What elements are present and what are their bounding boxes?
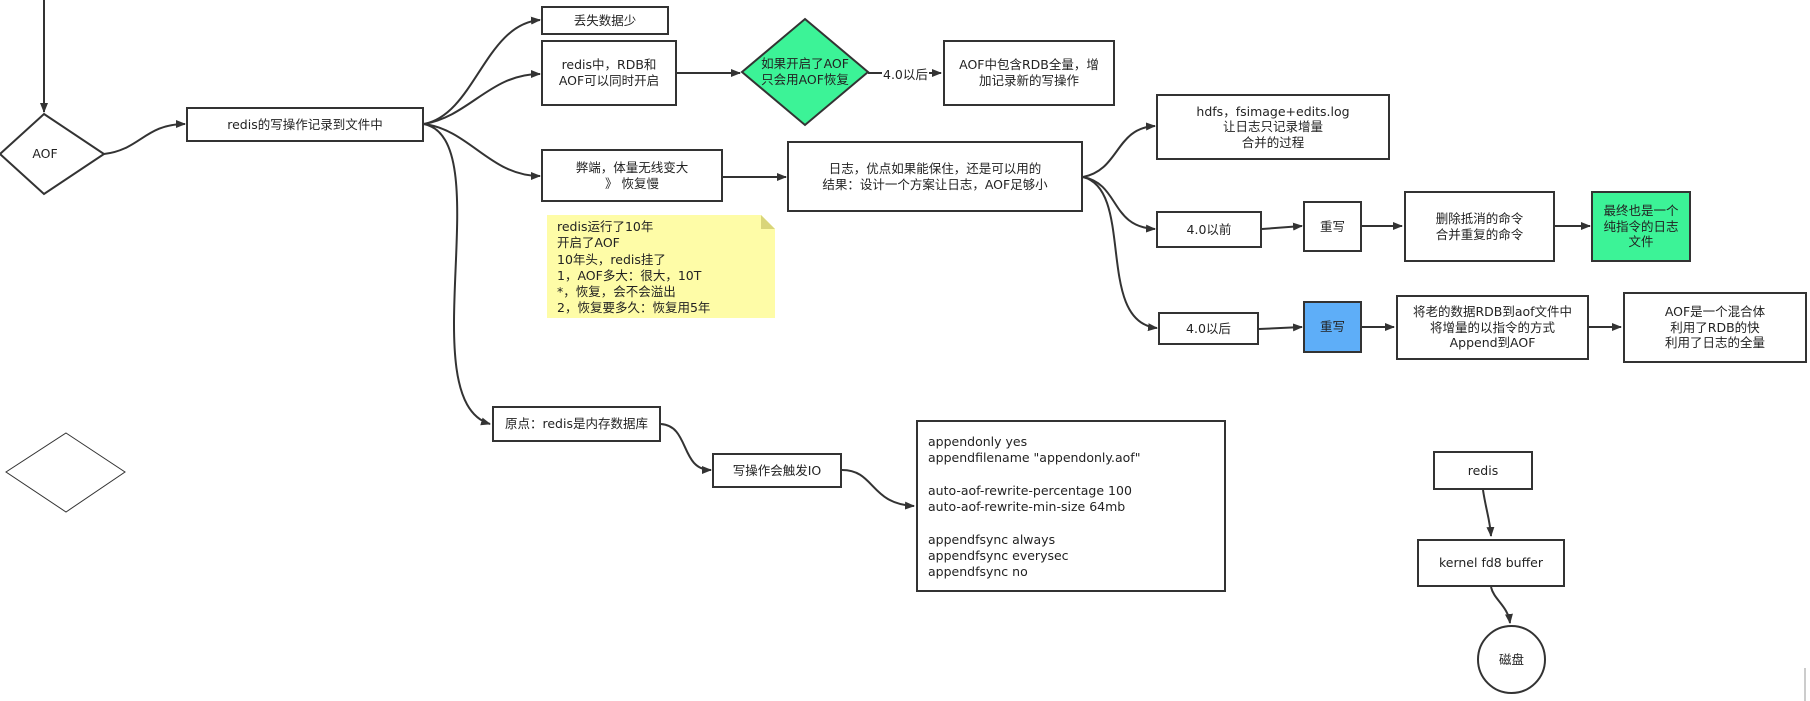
rewrite-before-node[interactable]: 重写 <box>1303 201 1362 252</box>
edge-before40-to-rewrite <box>1261 222 1303 231</box>
edge-log-to-before40 <box>1082 176 1156 233</box>
hybrid-node[interactable]: AOF是一个混合体 利用了RDB的快 利用了日志的全量 <box>1623 292 1807 363</box>
edge-writelog-to-both <box>423 70 541 125</box>
write-log-node[interactable]: redis的写操作记录到文件中 <box>186 107 424 142</box>
rdb-aof-both-node[interactable]: redis中，RDB和 AOF可以同时开启 <box>541 40 677 106</box>
edge-aof-to-writelog <box>103 120 186 155</box>
edge-writelog-to-drawback <box>423 123 541 180</box>
mixed-rewrite-node[interactable]: 将老的数据RDB到aof文件中 将增量的以指令的方式 Append到AOF <box>1396 295 1589 360</box>
sticky-note[interactable]: redis运行了10年 开启了AOF 10年头，redis挂了 1，AOF多大：… <box>547 215 775 318</box>
drawback-node[interactable]: 弊端，体量无线变大 》 恢复慢 <box>541 149 723 202</box>
kernel-buffer-node[interactable]: kernel fd8 buffer <box>1417 539 1565 587</box>
aof-contains-rdb-node[interactable]: AOF中包含RDB全量，增 加记录新的写操作 <box>943 40 1115 106</box>
remove-commands-node[interactable]: 删除抵消的命令 合并重复的命令 <box>1404 191 1555 262</box>
aof-restore-label: 如果开启了AOF 只会用AOF恢复 <box>761 56 849 87</box>
edge-log-to-hdfs <box>1082 122 1156 178</box>
aof-diamond[interactable] <box>0 112 106 196</box>
pure-command-log-node[interactable]: 最终也是一个 纯指令的日志 文件 <box>1591 191 1691 262</box>
lose-data-node[interactable]: 丢失数据少 <box>541 6 669 35</box>
aof-config-node[interactable]: appendonly yes appendfilename "appendonl… <box>916 420 1226 592</box>
redis-node[interactable]: redis <box>1433 451 1533 490</box>
edge-origin-to-writeio <box>660 423 712 474</box>
disk-node[interactable]: 磁盘 <box>1477 625 1546 694</box>
log-summary-node[interactable]: 日志，优点如果能保住，还是可以用的 结果：设计一个方案让日志，AOF足够小 <box>787 141 1083 212</box>
edge-kernel-to-disk <box>1490 586 1513 624</box>
empty-diamond[interactable] <box>5 432 126 513</box>
rewrite-after-node[interactable]: 重写 <box>1303 301 1362 353</box>
edge-writelog-to-lose <box>423 16 541 125</box>
before-40-node[interactable]: 4.0以前 <box>1156 211 1262 248</box>
edge-writelog-to-origin <box>423 123 491 426</box>
aof-restore-diamond[interactable] <box>740 17 870 127</box>
after-40-node[interactable]: 4.0以后 <box>1158 312 1259 345</box>
write-io-node[interactable]: 写操作会触发IO <box>712 453 842 488</box>
aof-diamond-label: AOF <box>32 146 58 162</box>
edge-log-to-after40 <box>1082 176 1158 332</box>
edge-writeio-to-config <box>841 469 915 510</box>
edge-redis-to-kernel <box>1482 489 1495 537</box>
origin-node[interactable]: 原点：redis是内存数据库 <box>492 406 661 442</box>
hdfs-node[interactable]: hdfs，fsimage+edits.log 让日志只记录增量 合并的过程 <box>1156 94 1390 160</box>
edge-after40-to-rewrite <box>1258 323 1303 332</box>
edge-label-after40: 4.0以后 <box>882 64 929 83</box>
